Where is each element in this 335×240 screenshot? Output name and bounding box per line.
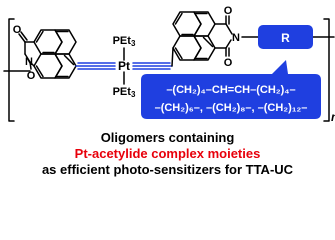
r-option-line2: –(CH₂)₆–, –(CH₂)₈–, –(CH₂)₁₂– (155, 102, 308, 114)
r-pill (258, 25, 313, 49)
pt-label: Pt (118, 59, 130, 73)
r-option-line1: –(CH₂)₄–CH=CH–(CH₂)₄– (166, 84, 295, 96)
oligomer-structure: O N O O N O Pt PEt3 PEt3 n R –(CH₂)₄–CH=… (3, 5, 335, 124)
imide-n-right: N (232, 32, 240, 44)
pet3-bottom: PEt3 (113, 86, 136, 99)
r-options-box (141, 60, 321, 119)
right-bracket (323, 18, 330, 122)
acetylide-bridge-left (75, 62, 116, 70)
repeat-n: n (331, 110, 335, 124)
caption-line-2: Pt-acetylide complex moieties (74, 146, 261, 161)
caption-line-1: Oligomers containing (100, 130, 235, 145)
carbonyl-o-left-top: O (13, 24, 22, 36)
right-naphthalimide (171, 11, 233, 67)
left-bracket (8, 18, 15, 122)
r-label: R (281, 31, 290, 45)
carbonyl-o-right-bottom: O (224, 57, 233, 69)
pet3-top: PEt3 (113, 35, 136, 48)
imide-n-left: N (25, 56, 33, 68)
left-naphthalimide (18, 29, 77, 79)
graphical-abstract: O N O O N O Pt PEt3 PEt3 n R –(CH₂)₄–CH=… (3, 5, 335, 177)
carbonyl-o-left-bottom: O (27, 70, 36, 82)
carbonyl-o-right-top: O (224, 5, 233, 17)
acetylide-bridge-right (132, 62, 173, 70)
caption-line-3: as efficient photo-sensitizers for TTA-U… (41, 162, 294, 177)
r-group: R –(CH₂)₄–CH=CH–(CH₂)₄– –(CH₂)₆–, –(CH₂)… (141, 25, 321, 119)
